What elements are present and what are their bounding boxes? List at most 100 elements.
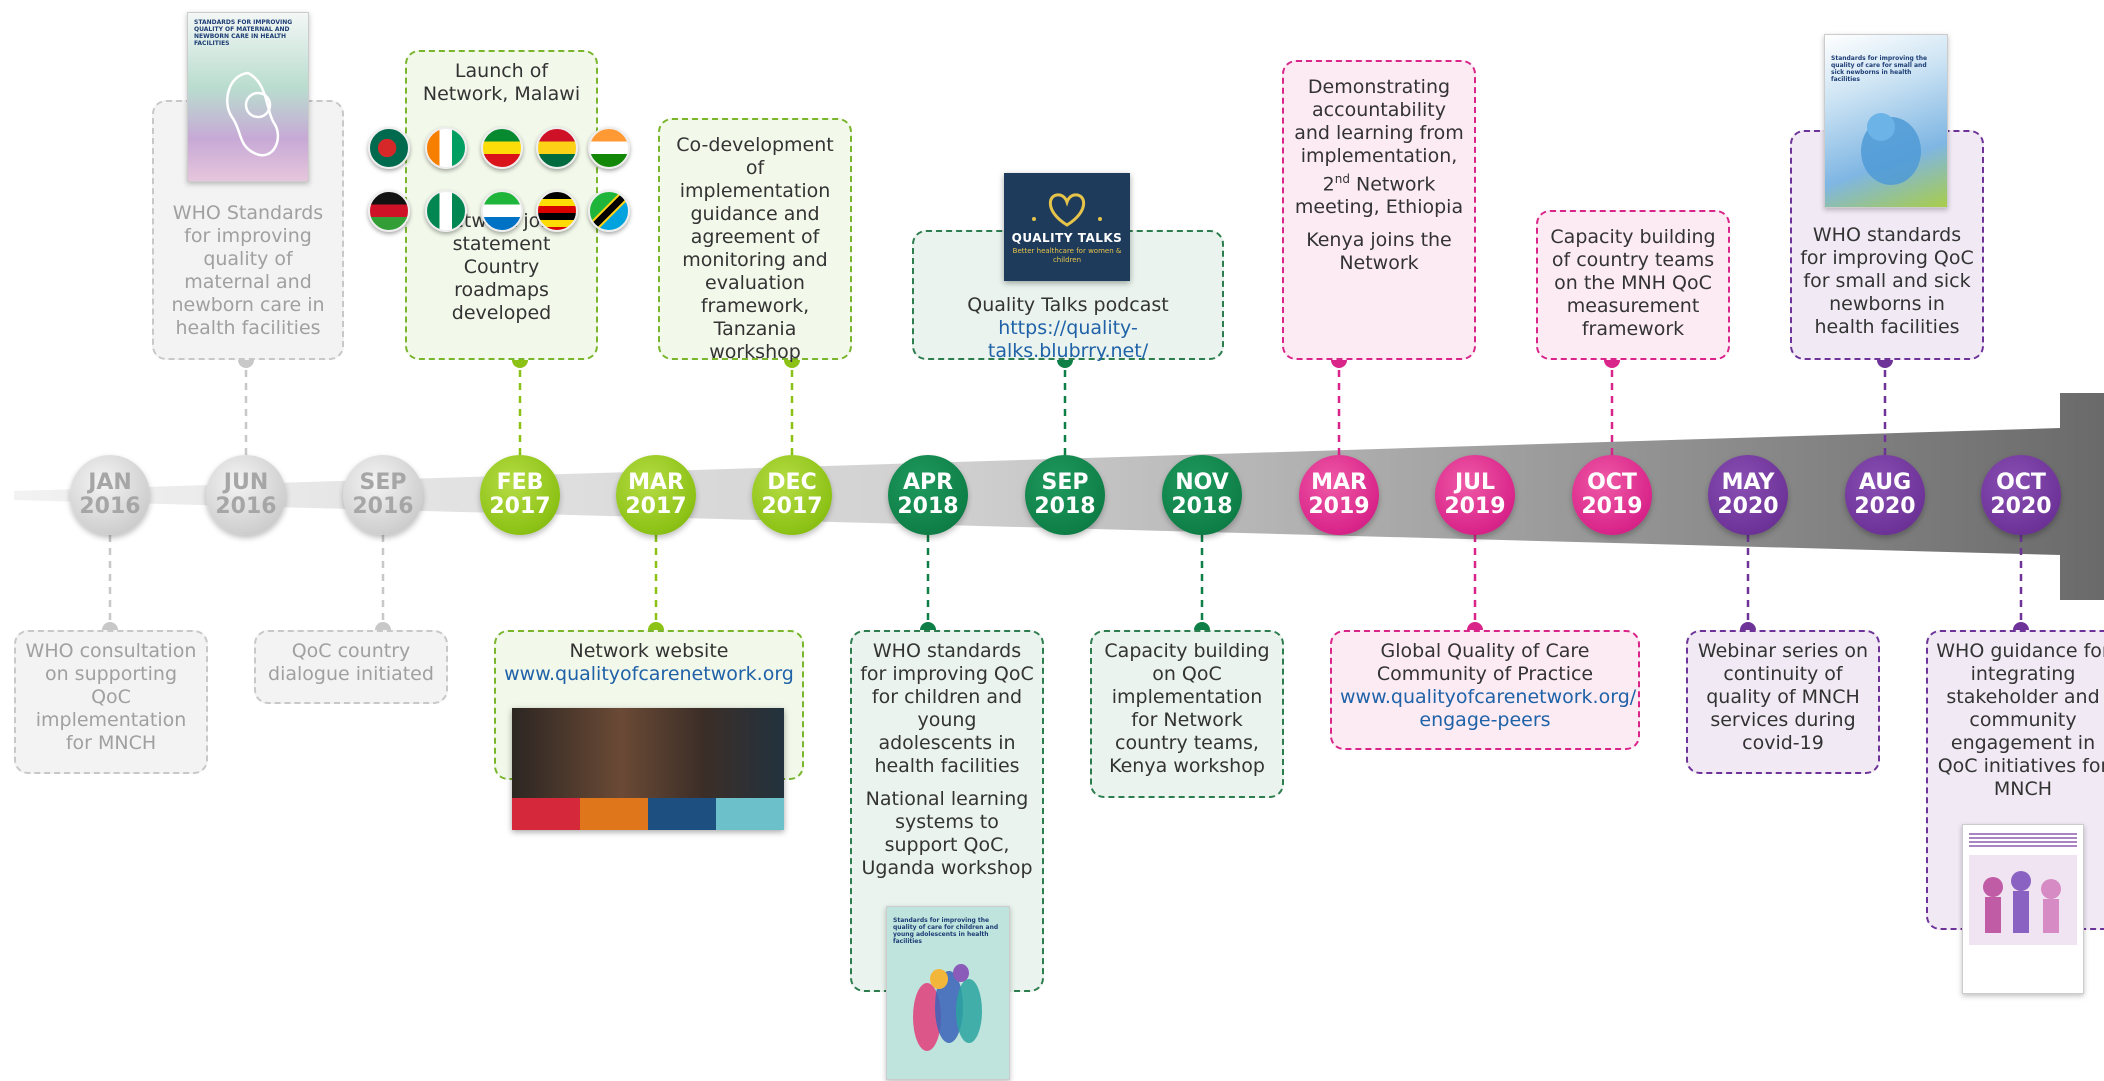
milestone-month: JUL — [1454, 470, 1496, 495]
milestone-year: 2020 — [1854, 494, 1916, 519]
event-text-a: Demonstrating accountability and learnin… — [1292, 76, 1466, 219]
milestone-month: SEP — [1041, 470, 1089, 495]
event-oct2019: Capacity building of country teams on th… — [1536, 210, 1730, 360]
milestone-month: NOV — [1175, 470, 1229, 495]
cover-mnh-standards: STANDARDS FOR IMPROVING QUALITY OF MATER… — [187, 12, 309, 182]
milestone-year: 2016 — [352, 494, 414, 519]
podcast-title: QUALITY TALKS — [1011, 231, 1123, 245]
event-text: Co-development of implementation guidanc… — [676, 134, 834, 363]
milestone-month: FEB — [496, 470, 544, 495]
event-jul2019: Global Quality of Care Community of Prac… — [1330, 630, 1640, 750]
milestone-year: 2016 — [79, 494, 141, 519]
milestone-year: 2017 — [489, 494, 551, 519]
event-text: WHO consultation on supporting QoC imple… — [25, 640, 197, 754]
event-jan2016: WHO consultation on supporting QoC imple… — [14, 630, 208, 774]
tanzania-flag-icon — [588, 190, 630, 232]
ordinal-number: 2 — [1322, 173, 1335, 196]
milestone-month: JUN — [223, 470, 269, 495]
event-text-line: Demonstrating accountability and learnin… — [1294, 76, 1464, 167]
cover-stakeholder-guidance — [1962, 824, 2084, 994]
milestone-month: APR — [902, 470, 954, 495]
cover-children-standards: Standards for improving the quality of c… — [886, 906, 1010, 1080]
children-dancing-illustration — [913, 964, 982, 1051]
network-website-link[interactable]: www.qualityofcarenetwork.org — [504, 663, 794, 685]
malawi-flag-icon — [368, 190, 410, 232]
milestone-year: 2019 — [1444, 494, 1506, 519]
event-text: QoC country dialogue initiated — [268, 640, 434, 685]
milestone-year: 2018 — [897, 494, 959, 519]
event-nov2018: Capacity building on QoC implementation … — [1090, 630, 1284, 798]
milestone-month: AUG — [1858, 470, 1912, 495]
milestone-month: DEC — [767, 470, 817, 495]
event-text: Capacity building on QoC implementation … — [1104, 640, 1270, 777]
baby-illustration — [1861, 113, 1921, 185]
event-title: Network website — [569, 640, 729, 662]
event-may2020: Webinar series on continuity of quality … — [1686, 630, 1880, 774]
community-illustration — [1969, 855, 2077, 945]
ethiopia-flag-icon — [481, 127, 523, 169]
milestone-month: OCT — [1996, 470, 2046, 495]
ghana-flag-icon — [536, 127, 578, 169]
cover-newborn-standards: Standards for improving the quality of c… — [1824, 34, 1948, 208]
event-text-a: WHO standards for improving QoC for chil… — [860, 640, 1034, 777]
milestone-year: 2017 — [625, 494, 687, 519]
event-text-b: Kenya joins the Network — [1306, 229, 1452, 275]
sierra-leone-flag-icon — [481, 190, 523, 232]
cote-divoire-flag-icon — [425, 127, 467, 169]
nigeria-flag-icon — [425, 190, 467, 232]
event-sep2016: QoC country dialogue initiated — [254, 630, 448, 704]
event-dec2017: Co-development of implementation guidanc… — [658, 118, 852, 363]
bangladesh-flag-icon — [368, 127, 410, 169]
event-text-b: National learning systems to support QoC… — [861, 788, 1033, 879]
uganda-flag-icon — [536, 190, 578, 232]
event-text: WHO guidance for integrating stakeholder… — [1936, 640, 2104, 800]
event-mar2019: Demonstrating accountability and learnin… — [1282, 60, 1476, 360]
heart-stethoscope-icon — [1032, 193, 1102, 227]
cover-title: Standards for improving the quality of c… — [893, 917, 999, 945]
milestone-year: 2019 — [1581, 494, 1643, 519]
milestone-month: OCT — [1587, 470, 1637, 495]
ordinal-suffix: nd — [1334, 172, 1350, 186]
milestone-month: MAY — [1721, 470, 1775, 495]
event-title: Quality Talks podcast — [967, 294, 1169, 316]
event-oct2020: WHO guidance for integrating stakeholder… — [1926, 630, 2104, 930]
podcast-logo: QUALITY TALKS Better healthcare for wome… — [1004, 173, 1130, 281]
podcast-subtitle: Better healthcare for women & children — [1012, 247, 1122, 264]
milestone-year: 2017 — [761, 494, 823, 519]
community-of-practice-link[interactable]: www.qualityofcarenetwork.org/ engage-pee… — [1340, 686, 1636, 732]
event-text: Capacity building of country teams on th… — [1550, 226, 1716, 340]
milestone-year: 2018 — [1034, 494, 1096, 519]
milestone-month: SEP — [359, 470, 407, 495]
milestone-month: JAN — [88, 470, 132, 495]
event-title: Launch of Network, Malawi — [422, 60, 581, 105]
milestone-year: 2020 — [1717, 494, 1779, 519]
milestone-year: 2019 — [1308, 494, 1370, 519]
link-line: www.qualityofcarenetwork.org/ — [1340, 686, 1637, 708]
network-website-screenshot — [512, 708, 784, 830]
event-text: WHO standards for improving QoC for smal… — [1800, 224, 1974, 338]
cover-title: Standards for improving the quality of c… — [1831, 55, 1928, 83]
link-line: engage-peers — [1419, 709, 1551, 731]
india-flag-icon — [588, 127, 630, 169]
event-text: Webinar series on continuity of quality … — [1697, 640, 1869, 754]
event-text-line: Network meeting, Ethiopia — [1294, 173, 1464, 219]
cover-title: STANDARDS FOR IMPROVING QUALITY OF MATER… — [194, 19, 293, 47]
event-text: WHO Standards for improving quality of m… — [171, 202, 325, 339]
podcast-link[interactable]: https://quality-talks.blubrry.net/ — [987, 317, 1149, 362]
milestone-year: 2020 — [1990, 494, 2052, 519]
milestone-year: 2018 — [1171, 494, 1233, 519]
event-sep2018: Quality Talks podcast https://quality-ta… — [912, 230, 1224, 362]
milestone-month: MAR — [1311, 470, 1367, 495]
